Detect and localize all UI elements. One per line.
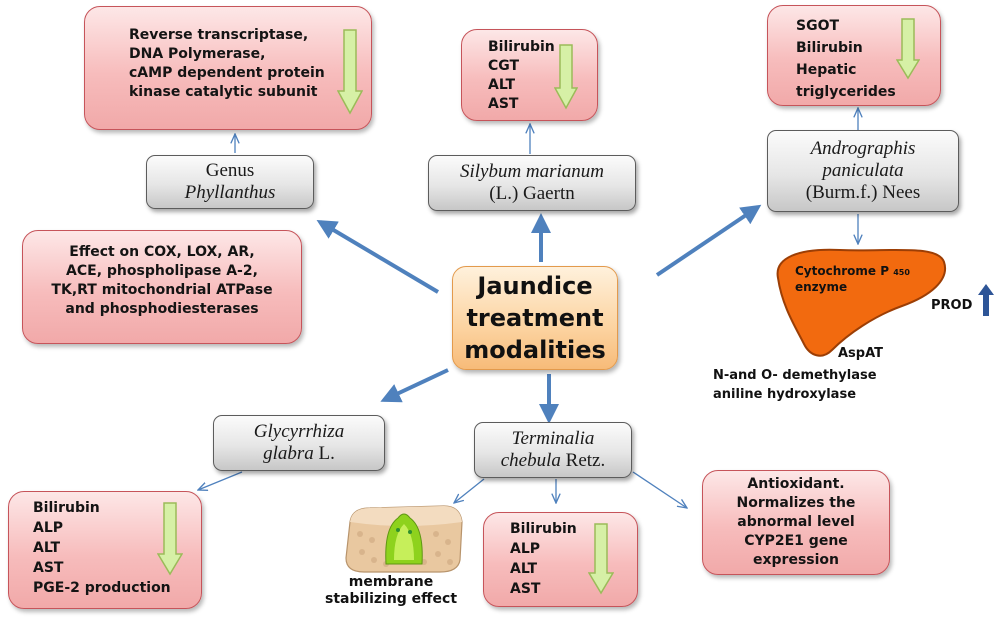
silybum-markers-box: Bilirubin CGT ALT AST <box>461 29 598 121</box>
cytochrome-label: Cytochrome P 450 enzyme <box>795 264 910 294</box>
phyllanthus-effects-box: Effect on COX, LOX, AR, ACE, phospholipa… <box>22 230 302 344</box>
arrow-glycyrrhiza-markers <box>198 471 243 490</box>
plant-label: Retz. <box>565 450 606 471</box>
aspat-label: AspAT <box>838 346 884 361</box>
enzyme-line: cAMP dependent protein <box>129 65 325 81</box>
plant-label: L. <box>318 443 335 464</box>
enzyme-line: DNA Polymerase, <box>129 46 266 62</box>
antioxidant-line: expression <box>753 552 839 568</box>
effect-line: ACE, phospholipase A-2, <box>66 263 258 279</box>
plant-label-italic: glabra <box>263 443 314 464</box>
plant-label-italic: paniculata <box>822 160 904 181</box>
terminalia-markers-box: Bilirubin ALP ALT AST <box>483 512 638 607</box>
andrographis-markers-box: SGOT Bilirubin Hepatic triglycerides <box>767 5 941 106</box>
liver-icon <box>776 248 947 357</box>
down-arrow-icon <box>896 18 920 80</box>
plant-andrographis: Andrographis paniculata (Burm.f.) Nees <box>767 130 959 212</box>
arrow-terminalia-antioxidant <box>632 471 687 508</box>
arrow-to-glycyrrhiza <box>380 368 449 403</box>
marker-item: ALT <box>33 540 60 556</box>
central-node: Jaundice treatment modalities <box>452 266 618 370</box>
effect-line: TK,RT mitochondrial ATPase <box>51 282 273 298</box>
marker-item: Bilirubin <box>488 39 555 55</box>
down-arrow-icon <box>337 29 363 115</box>
plant-terminalia: Terminalia chebula Retz. <box>474 422 632 478</box>
plant-phyllanthus: Genus Phyllanthus <box>146 155 314 209</box>
plant-label-italic: Glycyrrhiza <box>253 421 345 442</box>
down-arrow-icon <box>554 44 578 110</box>
plant-label-italic: chebula <box>500 450 561 471</box>
antioxidant-line: abnormal level <box>737 514 855 530</box>
enzyme-line: kinase catalytic subunit <box>129 84 318 100</box>
arrow-to-andrographis <box>655 204 762 277</box>
antioxidant-line: CYP2E1 gene <box>744 533 848 549</box>
antioxidant-line: Antioxidant. <box>747 476 845 492</box>
marker-item: PGE-2 production <box>33 580 171 596</box>
effect-line: Effect on COX, LOX, AR, <box>69 244 255 260</box>
arrow-to-phyllanthus <box>316 219 440 294</box>
plant-glycyrrhiza: Glycyrrhiza glabra L. <box>213 415 385 471</box>
plant-label: (L.) Gaertn <box>489 183 575 204</box>
enzyme-line: Reverse transcriptase, <box>129 27 309 43</box>
marker-item: Bilirubin <box>796 40 863 56</box>
plant-label-italic: Andrographis <box>810 138 916 159</box>
marker-item: triglycerides <box>796 84 896 100</box>
antioxidant-line: Normalizes the <box>736 495 856 511</box>
marker-item: Bilirubin <box>33 500 100 516</box>
hydroxylase-label: aniline hydroxylase <box>713 387 857 402</box>
marker-item: ALP <box>33 520 64 536</box>
plant-label-italic: Phyllanthus <box>184 182 276 203</box>
plant-silybum: Silybum marianum (L.) Gaertn <box>428 155 636 211</box>
plant-label: Genus <box>205 160 255 181</box>
marker-item: AST <box>488 96 519 112</box>
plant-label-italic: Terminalia <box>511 428 595 449</box>
marker-item: ALT <box>510 561 537 577</box>
up-arrow-icon <box>978 284 994 316</box>
center-title-line: Jaundice <box>477 272 593 300</box>
membrane-label: membrane stabilizing effect <box>324 574 458 607</box>
terminalia-antioxidant-box: Antioxidant. Normalizes the abnormal lev… <box>702 470 890 575</box>
arrow-terminalia-membrane <box>454 478 485 503</box>
marker-item: AST <box>510 581 541 597</box>
marker-item: ALP <box>510 541 541 557</box>
demethylase-label: N-and O- demethylase <box>713 368 877 383</box>
marker-item: AST <box>33 560 64 576</box>
marker-item: Hepatic <box>796 62 857 78</box>
glycyrrhiza-markers-box: Bilirubin ALP ALT AST PGE-2 production <box>8 491 202 609</box>
down-arrow-icon <box>588 523 614 595</box>
marker-item: ALT <box>488 77 515 93</box>
plant-label-italic: Silybum marianum <box>459 161 605 182</box>
marker-item: CGT <box>488 58 520 74</box>
center-title-line: treatment <box>466 304 604 332</box>
prod-label: PROD <box>931 298 973 313</box>
center-title-line: modalities <box>464 336 606 364</box>
plant-label: (Burm.f.) Nees <box>805 182 921 203</box>
marker-item: SGOT <box>796 18 840 34</box>
down-arrow-icon <box>157 502 183 576</box>
marker-item: Bilirubin <box>510 521 577 537</box>
effect-line: and phosphodiesterases <box>65 301 259 317</box>
phyllanthus-enzymes-box: Reverse transcriptase, DNA Polymerase, c… <box>84 6 372 130</box>
membrane-icon <box>345 505 463 573</box>
